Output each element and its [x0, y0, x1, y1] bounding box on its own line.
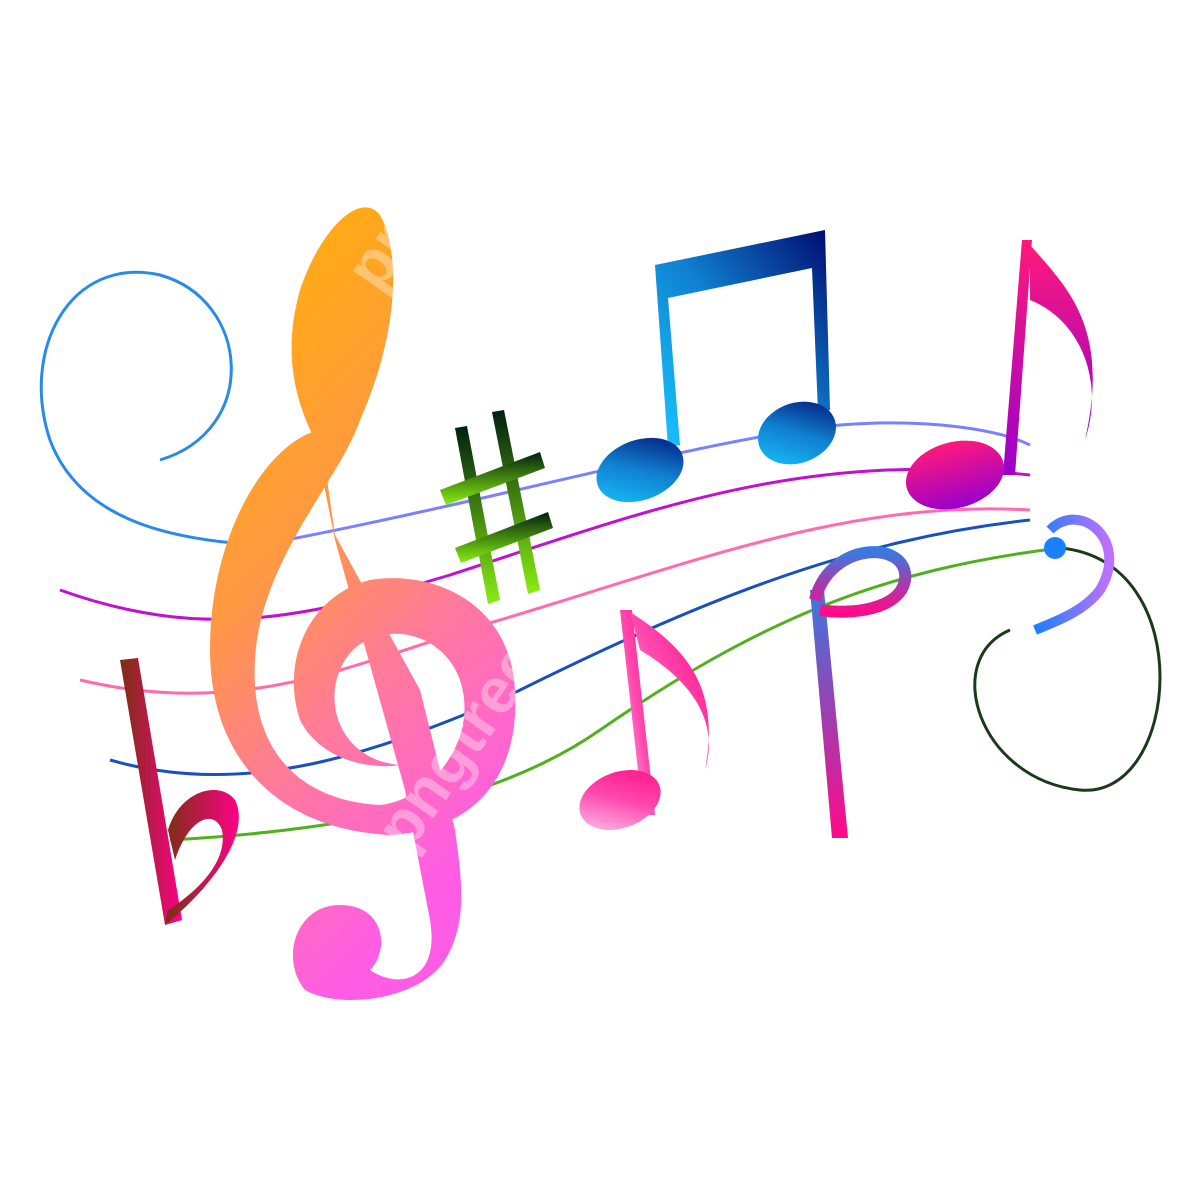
swirl-left	[39, 270, 261, 547]
sharp	[440, 410, 553, 604]
treble-clef	[210, 207, 516, 1001]
flat	[120, 658, 239, 925]
half-note-stem	[809, 546, 912, 838]
bass-clef-swirl	[1033, 514, 1115, 635]
beamed-eighth-notes	[596, 230, 836, 503]
eighth-note-middle	[579, 610, 709, 830]
eighth-note-right	[905, 240, 1093, 510]
